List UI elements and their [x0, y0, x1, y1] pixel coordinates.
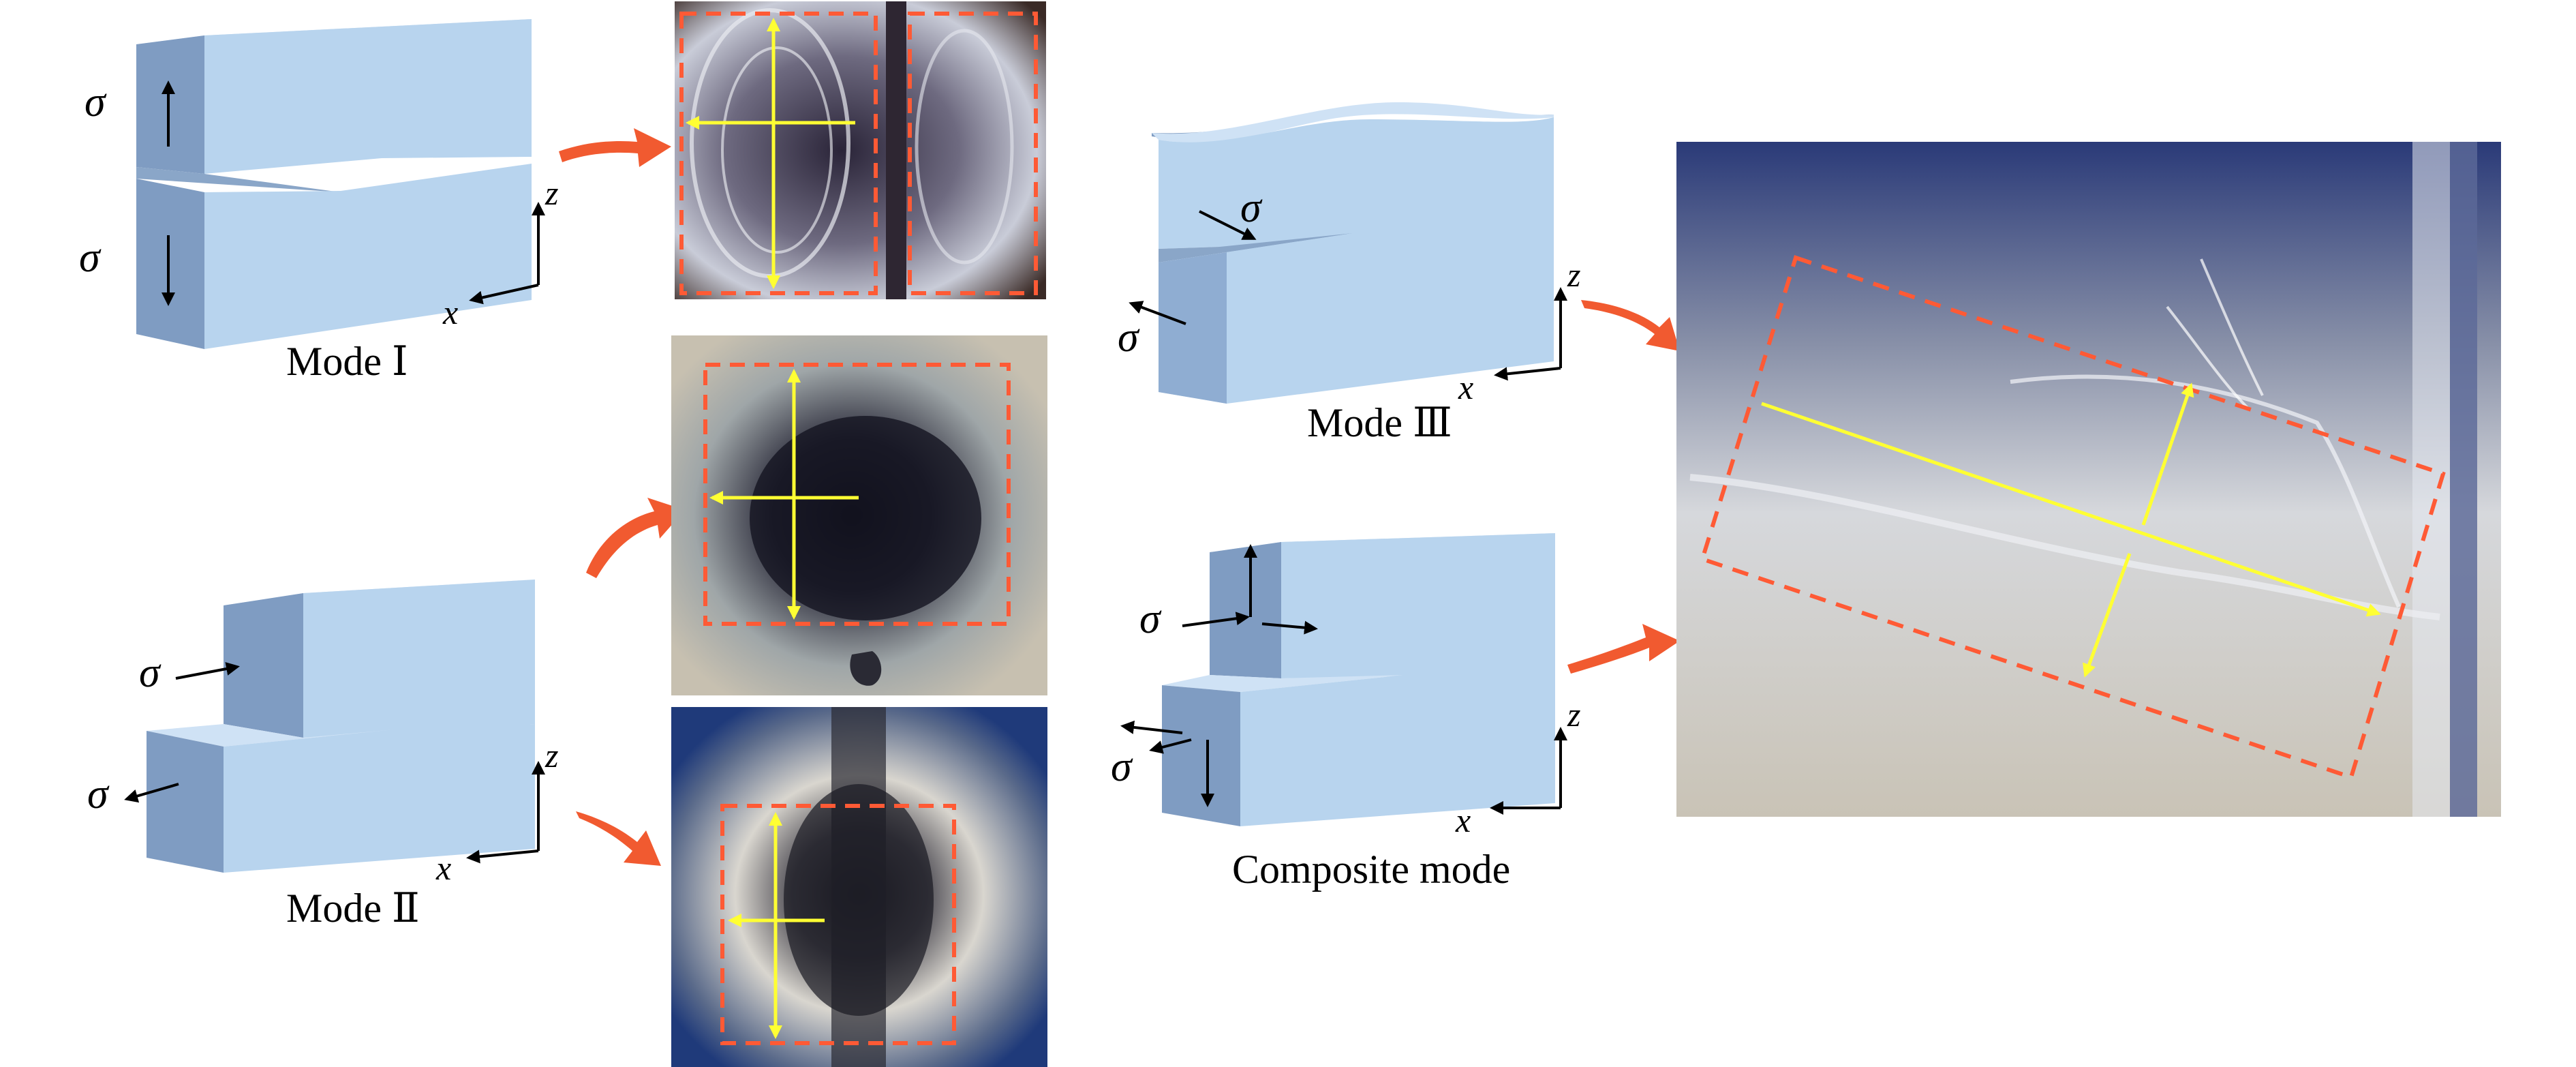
mode3-front-lower [1159, 225, 1554, 404]
svg-text:z: z [545, 174, 558, 212]
svg-text:z: z [1567, 256, 1580, 294]
mode3-stress-symbol-top: σ [1240, 185, 1263, 231]
composite-stress-symbol-bottom: σ [1111, 744, 1133, 790]
mode2-stress-arrow-in [175, 662, 240, 680]
callout-arrow-mode3 [1581, 300, 1680, 351]
photo-mode2-upper-frame [703, 363, 1011, 626]
mode1-stress-symbol-bottom: σ [79, 235, 102, 281]
svg-text:x: x [1455, 801, 1471, 839]
mode3-stress-arrow-in [1199, 210, 1257, 240]
photo-mode1 [675, 1, 1046, 299]
mode3-block [1152, 102, 1554, 404]
mode3-label: Mode Ⅲ [1307, 400, 1452, 445]
mode2-stress-arrow-out [124, 783, 179, 803]
mode2-stress-symbol-bottom: σ [87, 771, 110, 817]
svg-text:x: x [435, 849, 451, 887]
svg-text:z: z [545, 736, 558, 775]
mode1-axes: z x [442, 174, 558, 331]
mode1-block [136, 19, 532, 349]
mode2-lower-front [224, 724, 535, 873]
mode3-top [1152, 102, 1554, 143]
mode2-label: Mode Ⅱ [286, 886, 420, 931]
svg-text:x: x [1458, 368, 1473, 406]
composite-lower-top [1162, 675, 1404, 692]
composite-stress-symbol-top: σ [1139, 596, 1162, 642]
mode2-axes: z x [435, 736, 558, 887]
composite-arrow-out-2 [1149, 738, 1192, 754]
callout-arrow-mode2-lower [576, 811, 661, 866]
callout-arrow-mode2-upper [586, 498, 685, 578]
mode2-stress-symbol-top: σ [139, 650, 162, 696]
composite-lower-front [1240, 670, 1555, 826]
mode2-upper-front [303, 580, 535, 738]
mode3-side-lower [1159, 252, 1227, 404]
composite-arrow-right [1261, 620, 1318, 635]
photo-mode1-frame-left [679, 12, 878, 295]
composite-block [1162, 533, 1555, 826]
mode1-stress-symbol-top: σ [85, 79, 107, 125]
svg-text:z: z [1567, 695, 1580, 734]
mode1-lower-front [204, 164, 532, 349]
mode2-upper-side [224, 593, 303, 738]
mode3-stress-arrow-out [1129, 301, 1186, 325]
mode1-lower-side [136, 179, 204, 349]
photo-mode2-lower [671, 707, 1047, 1067]
mode1-upper-side [136, 35, 204, 174]
composite-label: Composite mode [1232, 847, 1510, 892]
callout-arrow-mode1 [559, 128, 671, 167]
composite-axes: z x [1455, 695, 1580, 839]
photo-mode1-frame-right [908, 12, 1038, 295]
mode2-block [147, 580, 535, 873]
mode3-axes: z x [1458, 256, 1580, 406]
composite-upper-front [1281, 533, 1555, 678]
photo-mode2-upper [671, 335, 1047, 695]
mode2-lower-side [147, 731, 224, 873]
composite-lower-side [1162, 685, 1240, 826]
mode1-crack [136, 167, 341, 192]
svg-text:x: x [442, 293, 458, 331]
mode1-label: Mode Ⅰ [286, 339, 408, 384]
composite-upper-side [1210, 542, 1281, 678]
mode3-stress-symbol-bottom: σ [1118, 314, 1140, 361]
composite-arrow-in [1182, 612, 1250, 627]
photo-mode2-lower-frame [720, 804, 956, 1045]
composite-arrow-out-1 [1120, 720, 1183, 734]
photo-mode3-composite [1676, 142, 2501, 817]
mode2-lower-top [147, 724, 395, 747]
callout-arrow-composite [1567, 624, 1680, 674]
mode1-upper-front [204, 19, 532, 174]
